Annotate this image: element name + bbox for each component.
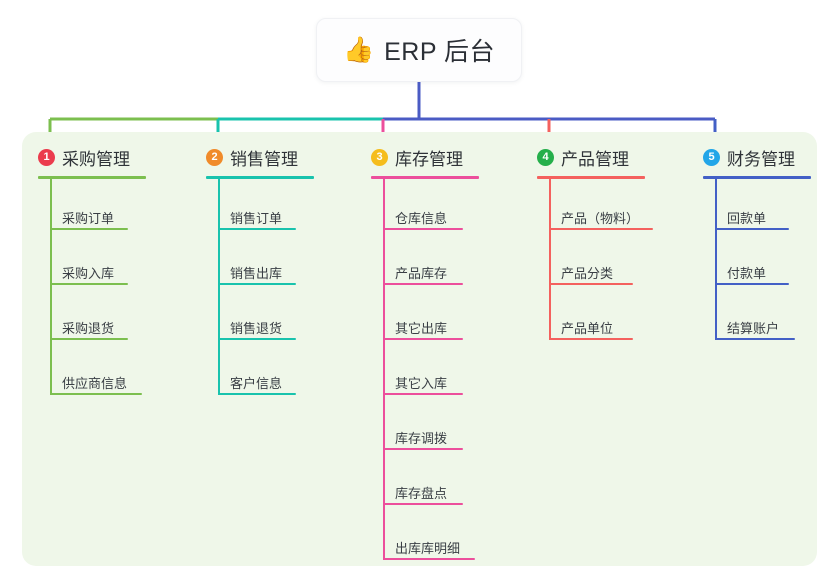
branch-leaf-underline [50,283,128,285]
branch-leaf-underline [218,283,296,285]
branch-leaf-underline [383,448,463,450]
branch-spine [715,176,717,340]
branch-leaf-label: 客户信息 [230,376,283,391]
branch-leaf-label: 供应商信息 [62,376,128,391]
branch-title: 采购管理 [62,150,130,169]
branch-leaf-label: 产品分类 [561,266,614,281]
branch-underline [537,176,645,179]
branch-leaf-underline [383,283,463,285]
branch-leaf-underline [383,503,463,505]
branch-leaf-label: 采购入库 [62,266,115,281]
branch-number-badge: 4 [537,149,554,166]
branch-leaf-underline [50,228,128,230]
branch-underline [38,176,146,179]
thumbs-up-icon: 👍 [342,35,375,64]
branch-leaf-underline [50,393,142,395]
branch-title: 销售管理 [230,150,298,169]
branch-number-badge: 2 [206,149,223,166]
branch-leaf-underline [383,393,463,395]
branch-leaf-label: 其它出库 [395,321,448,336]
branches-panel [22,132,817,566]
branch-leaf-label: 销售出库 [230,266,283,281]
branch-spine [218,176,220,395]
branch-leaf-label: 销售退货 [230,321,283,336]
branch-spine [50,176,52,395]
branch-spine [383,176,385,560]
branch-spine [549,176,551,340]
branch-leaf-label: 采购退货 [62,321,115,336]
root-node-content: 👍 ERP 后台 [343,32,495,68]
branch-leaf-label: 仓库信息 [395,211,448,226]
branch-leaf-underline [383,338,463,340]
branch-header-4[interactable]: 4 产品管理 [537,145,629,170]
branch-leaf-label: 回款单 [727,211,767,226]
branch-underline [371,176,479,179]
branch-leaf-label: 出库库明细 [395,541,461,556]
branch-leaf-underline [218,338,296,340]
branch-leaf-underline [549,283,633,285]
branch-underline [703,176,811,179]
branch-leaf-label: 销售订单 [230,211,283,226]
branch-leaf-underline [715,338,795,340]
branch-leaf-label: 其它入库 [395,376,448,391]
branch-underline [206,176,314,179]
branch-leaf-underline [218,228,296,230]
branch-leaf-label: 产品单位 [561,321,614,336]
branch-title: 财务管理 [727,150,795,169]
branch-header-5[interactable]: 5 财务管理 [703,145,795,170]
root-node-card[interactable]: 👍 ERP 后台 [316,18,522,82]
root-node-title: ERP 后台 [384,38,496,66]
branch-leaf-label: 结算账户 [727,321,780,336]
branch-number-badge: 1 [38,149,55,166]
branch-leaf-underline [383,228,463,230]
branch-leaf-underline [50,338,128,340]
branch-leaf-underline [218,393,296,395]
branch-leaf-underline [715,283,789,285]
branch-title: 产品管理 [561,150,629,169]
branch-number-badge: 3 [371,149,388,166]
branch-leaf-underline [715,228,789,230]
branch-leaf-label: 采购订单 [62,211,115,226]
branch-number-badge: 5 [703,149,720,166]
branch-leaf-label: 产品（物料） [561,211,640,226]
branch-header-1[interactable]: 1 采购管理 [38,145,130,170]
branch-header-3[interactable]: 3 库存管理 [371,145,463,170]
branch-header-2[interactable]: 2 销售管理 [206,145,298,170]
branch-leaf-underline [383,558,475,560]
branch-leaf-label: 库存调拨 [395,431,448,446]
branch-leaf-label: 产品库存 [395,266,448,281]
branch-title: 库存管理 [395,150,463,169]
branch-leaf-underline [549,338,633,340]
branch-leaf-label: 付款单 [727,266,767,281]
branch-leaf-label: 库存盘点 [395,486,448,501]
branch-leaf-underline [549,228,653,230]
